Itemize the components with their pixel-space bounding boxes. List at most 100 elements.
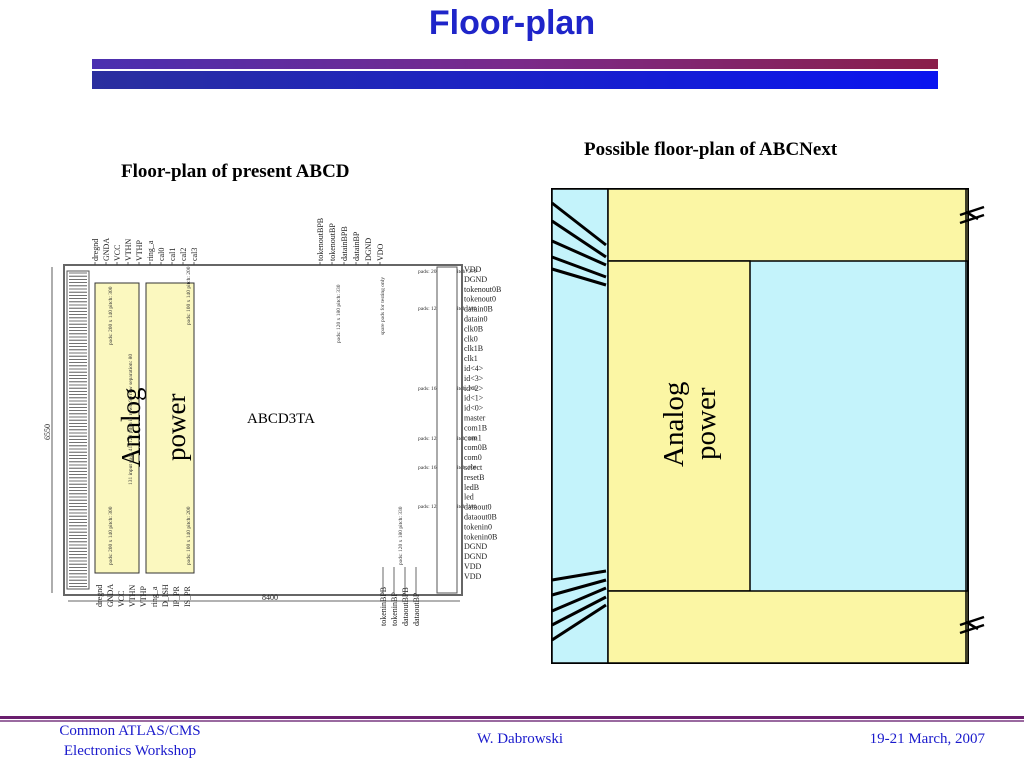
- right-pin-label: clk0B: [464, 324, 483, 333]
- power-top-pad-note: pads: 100 x 140 pitch: 200: [186, 266, 192, 325]
- bottom-pin-label: dregnd: [95, 585, 104, 607]
- bottom-bond-lines: [551, 569, 607, 642]
- analog-region: [94, 282, 140, 574]
- top-pin-label: cal3: [190, 248, 199, 261]
- right-pin-label: com1B: [464, 423, 487, 432]
- top-right-pin-label: VDO: [376, 243, 385, 261]
- footer-org-line1: Common ATLAS/CMS: [59, 723, 201, 739]
- right-pin-label: tokenout0: [464, 295, 496, 304]
- abcnext-floor-plan-diagram: Analog power: [551, 188, 985, 664]
- top-pin-label: VTHP: [135, 240, 144, 261]
- right-pin-label: resetB: [464, 473, 484, 482]
- input-pad-ticks: [69, 272, 87, 588]
- power-bottom-pad-note: pads: 100 x 140 pitch: 200: [186, 506, 192, 565]
- analog-power-region: [607, 260, 751, 592]
- analog-bottom-pad-note: pads: 200 x 140 pitch: 300: [108, 506, 114, 565]
- footer-rule: [0, 716, 1024, 719]
- right-pin-label: tokenout0B: [464, 285, 501, 294]
- footer-author: W. Dabrowski: [476, 731, 564, 747]
- top-pin-label: cal1: [168, 248, 177, 261]
- bottom-right-pin-label: dataoutBP: [412, 592, 421, 626]
- bottom-pin-label: VTHN: [128, 585, 137, 607]
- bottom-break-mark: [959, 615, 985, 635]
- top-bond-lines: [551, 201, 607, 287]
- right-pad-column: [436, 266, 458, 594]
- top-right-pin-label: datainBPB: [340, 226, 349, 261]
- right-pin-label: clk1B: [464, 344, 483, 353]
- bottom-pin-label: ring_a: [150, 586, 159, 607]
- title-bar-thin: [92, 59, 938, 69]
- top-pin-label: VTHN: [124, 239, 133, 261]
- right-pin-label: id<0>: [464, 404, 484, 413]
- footer-organization: Common ATLAS/CMS Electronics Workshop: [20, 721, 240, 761]
- right-pin-label: com0: [464, 453, 482, 462]
- right-pin-label: com1: [464, 433, 482, 442]
- right-pin-label: id<1>: [464, 394, 484, 403]
- slide-title: Floor-plan: [428, 4, 596, 42]
- top-right-pin-label: tokenoutBPB: [316, 218, 325, 261]
- right-pin-label: DGND: [464, 542, 487, 551]
- right-pin-label: datain0: [464, 315, 488, 324]
- title-bar-thick: [92, 71, 938, 89]
- right-pin-label: select: [464, 463, 483, 472]
- input-pads-note: 131 input pads 41x120 pitch in rows: 96 …: [128, 354, 134, 485]
- right-pin-label: clk0: [464, 334, 478, 343]
- top-right-pin-label: DGND: [364, 238, 373, 261]
- footer-org-line2: Electronics Workshop: [63, 743, 197, 759]
- bottom-pin-label: GNDA: [106, 584, 115, 607]
- left-figure-caption: Floor-plan of present ABCD: [121, 161, 350, 182]
- top-pads-note: pads: 120 x 180 pitch: 330: [336, 284, 342, 343]
- top-right-pin-label: datainBP: [352, 231, 361, 261]
- right-figure-caption: Possible floor-plan of ABCNext: [584, 139, 838, 160]
- right-pin-label: VDD: [464, 572, 482, 581]
- right-pin-label: led: [464, 493, 474, 502]
- right-pin-label: VDD: [464, 562, 482, 571]
- right-pin-label: clk1: [464, 354, 478, 363]
- top-pin-label: VCC: [113, 245, 122, 261]
- bottom-right-pin-label: tokeninBPB: [379, 587, 388, 626]
- right-pin-label: id<4>: [464, 364, 484, 373]
- top-pin-label: GNDA: [102, 238, 111, 261]
- top-pin-label: dregnd: [91, 239, 100, 261]
- top-right-pin-label: tokenoutBP: [328, 223, 337, 261]
- bottom-right-pin-label: tokeninBP: [390, 592, 399, 626]
- spare-pads-note: spare pads for testing only: [379, 277, 386, 335]
- bottom-pin-label: D_ISH: [161, 584, 170, 607]
- bottom-right-pin-label: dataoutBPB: [401, 587, 410, 626]
- analog-label: Analog: [116, 388, 146, 467]
- power-region: [145, 282, 195, 574]
- footer-date: 19-21 March, 2007: [869, 731, 985, 747]
- right-pin-label: DGND: [464, 275, 487, 284]
- top-pin-label: cal2: [179, 248, 188, 261]
- right-pin-label: VDD: [464, 265, 482, 274]
- right-pin-label: tokenin0: [464, 522, 492, 531]
- right-pin-labels: VDDDGNDtokenout0Btokenout0datain0Bdatain…: [464, 265, 501, 581]
- right-pin-label: com0B: [464, 443, 487, 452]
- right-pin-label: DGND: [464, 552, 487, 561]
- top-yellow-region: [607, 188, 969, 262]
- abcd-floor-plan-diagram: 6550 8400 Analog power pads: 200 x 140 p…: [43, 218, 501, 626]
- analog-top-pad-note: pads: 200 x 140 pitch: 300: [108, 286, 114, 345]
- top-pin-label: cal0: [157, 248, 166, 261]
- bottom-pin-label: VCC: [117, 591, 126, 607]
- right-pin-label: id<2>: [464, 384, 484, 393]
- right-pin-label: ledB: [464, 483, 479, 492]
- bottom-pin-label: IP_PR: [172, 585, 181, 607]
- width-dimension: 8400: [262, 593, 278, 602]
- height-dimension: 6550: [43, 424, 52, 440]
- right-pin-label: tokenin0B: [464, 532, 497, 541]
- right-pin-label: dataout0: [464, 503, 492, 512]
- analog-label: Analog: [658, 382, 690, 467]
- power-label: power: [161, 394, 191, 461]
- power-label: power: [690, 387, 722, 460]
- right-pin-label: id<3>: [464, 374, 484, 383]
- bottom-pin-label: VTHP: [139, 586, 148, 607]
- right-pin-label: datain0B: [464, 305, 493, 314]
- right-pin-label: master: [464, 414, 486, 423]
- bottom-pin-label: IS_PR: [183, 585, 192, 607]
- bottom-yellow-region: [607, 590, 969, 664]
